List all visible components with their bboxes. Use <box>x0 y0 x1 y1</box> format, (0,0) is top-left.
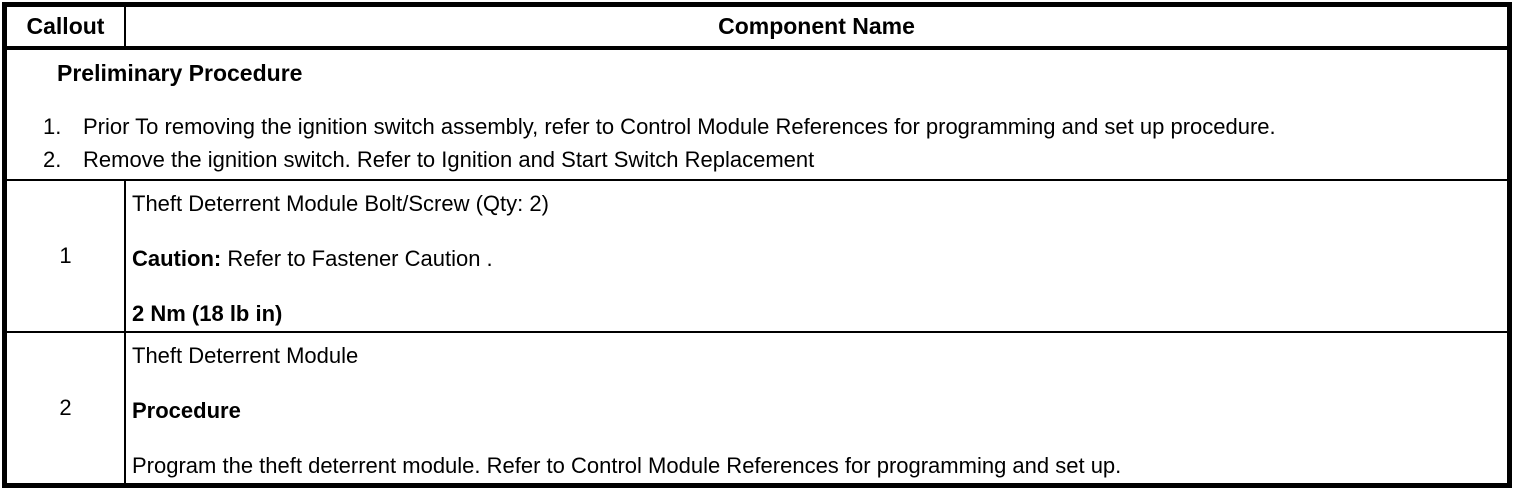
step-1-text: Prior To removing the ignition switch as… <box>83 114 1276 139</box>
callout-number-2: 2 <box>7 332 126 483</box>
component-cell-1: Theft Deterrent Module Bolt/Screw (Qty: … <box>125 180 1507 333</box>
procedure-label: Procedure <box>132 398 241 423</box>
table-header-row: Callout Component Name <box>7 7 1507 50</box>
torque-spec: 2 Nm (18 lb in) <box>132 301 283 326</box>
preliminary-procedure-cell: Preliminary Procedure 1. Prior To removi… <box>7 48 1507 181</box>
column-header-component-name: Component Name <box>125 7 1507 50</box>
caution-text: Refer to Fastener Caution . <box>221 246 493 271</box>
component-name-text: Theft Deterrent Module Bolt/Screw (Qty: … <box>132 191 549 216</box>
component-name-text: Theft Deterrent Module <box>132 343 359 368</box>
preliminary-steps-list: 1. Prior To removing the ignition switch… <box>7 110 1497 176</box>
service-table: Callout Component Name Preliminary Proce… <box>7 7 1507 483</box>
callout-number-1: 1 <box>7 180 126 333</box>
column-header-callout: Callout <box>7 7 126 50</box>
preliminary-procedure-row: Preliminary Procedure 1. Prior To removi… <box>7 48 1507 181</box>
caution-label: Caution: <box>132 246 222 271</box>
step-2-text: Remove the ignition switch. Refer to Ign… <box>83 147 815 172</box>
preliminary-step-1: 1. Prior To removing the ignition switch… <box>43 110 1497 143</box>
step-2-number: 2. <box>43 147 62 172</box>
preliminary-procedure-title: Preliminary Procedure <box>57 60 303 86</box>
table-row-callout-2: 2 Theft Deterrent Module Procedure Progr… <box>7 332 1507 483</box>
preliminary-step-2: 2. Remove the ignition switch. Refer to … <box>43 143 1497 176</box>
step-1-number: 1. <box>43 114 62 139</box>
caution-note: Caution: Refer to Fastener Caution . <box>132 246 1499 271</box>
component-cell-2: Theft Deterrent Module Procedure Program… <box>125 332 1507 483</box>
table-row-callout-1: 1 Theft Deterrent Module Bolt/Screw (Qty… <box>7 180 1507 333</box>
procedure-text: Program the theft deterrent module. Refe… <box>132 453 1122 478</box>
